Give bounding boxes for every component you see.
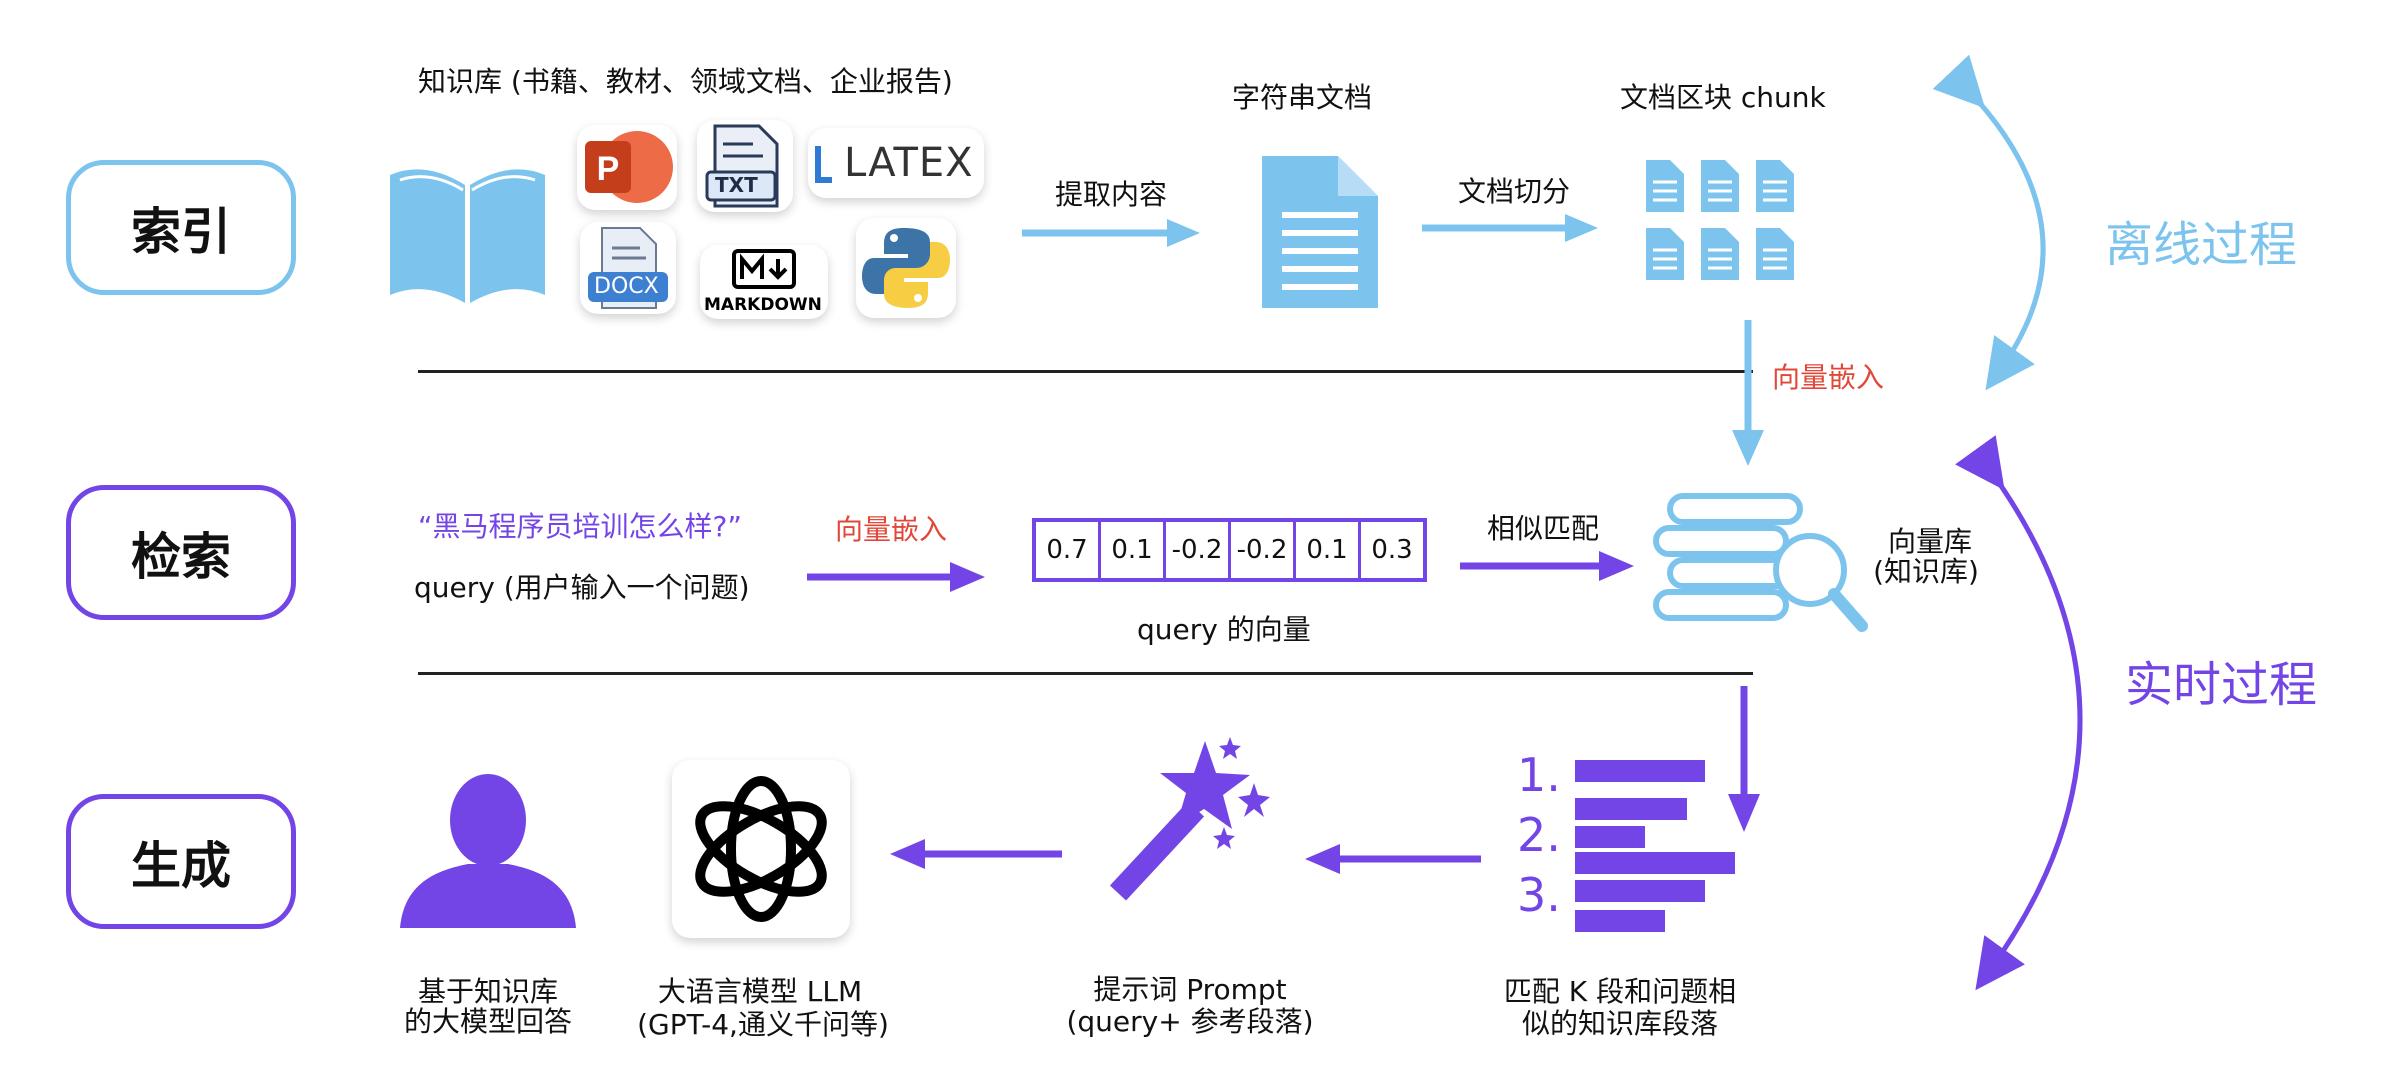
string-doc-label: 字符串文档 <box>1232 81 1373 114</box>
separator-top <box>418 370 1753 373</box>
embed-label-query: 向量嵌入 <box>835 513 948 546</box>
extract-label: 提取内容 <box>1055 178 1168 211</box>
vector-database-icon <box>1653 493 1868 632</box>
split-label: 文档切分 <box>1458 175 1571 208</box>
markdown-icon-label: MARKDOWN <box>704 295 822 315</box>
stage-retrieve-box: 检索 <box>66 485 296 620</box>
topk-label-1: 匹配 K 段和问题相 <box>1503 975 1737 1008</box>
embed-label-index: 向量嵌入 <box>1772 361 1885 394</box>
txt-icon-label: TXT <box>715 173 758 197</box>
match-arrow <box>1460 551 1634 581</box>
vector-cell: 0.1 <box>1098 522 1163 578</box>
extract-arrow <box>1022 219 1200 247</box>
llm-logo-icon <box>672 760 850 938</box>
document-icon <box>1262 156 1378 308</box>
separator-bottom <box>418 672 1753 675</box>
answer-label-2: 的大模型回答 <box>403 1005 572 1038</box>
svg-text:P: P <box>597 150 620 188</box>
list-bar <box>1575 760 1705 782</box>
split-arrow <box>1422 214 1598 242</box>
list-number: 2. <box>1517 808 1561 862</box>
magic-wand-icon <box>1109 737 1270 901</box>
list-number: 1. <box>1517 748 1561 802</box>
chunk-label: 文档区块 chunk <box>1620 81 1826 114</box>
prompt-label-1: 提示词 Prompt <box>1093 973 1287 1006</box>
person-icon <box>400 774 576 928</box>
powerpoint-icon: P <box>577 125 677 210</box>
query-vector: 0.7 0.1 -0.2 -0.2 0.1 0.3 <box>1032 518 1427 582</box>
list-bar <box>1575 880 1705 902</box>
vector-cell: -0.2 <box>1228 522 1293 578</box>
prompt-to-llm-arrow <box>890 839 1062 869</box>
prompt-label-2: (query+ 参考段落) <box>1066 1005 1314 1038</box>
docx-icon-label: DOCX <box>594 274 659 299</box>
vector-cell: -0.2 <box>1163 522 1228 578</box>
topk-to-prompt-arrow <box>1305 844 1481 874</box>
retrieve-down-arrow <box>1728 686 1760 832</box>
docx-file-icon: DOCX <box>580 222 676 314</box>
vector-db-label-1: 向量库 <box>1887 525 1972 558</box>
list-bar <box>1575 826 1645 848</box>
topk-label-2: 似的知识库段落 <box>1521 1007 1718 1040</box>
knowledge-base-label: 知识库 (书籍、教材、领域文档、企业报告) <box>418 65 953 98</box>
llm-label-1: 大语言模型 LLM <box>657 975 863 1008</box>
realtime-curve-arrow <box>1955 435 2083 991</box>
latex-icon: LATEX <box>808 128 984 198</box>
query-text: “黑马程序员培训怎么样?” <box>418 510 742 543</box>
vector-cell: 0.7 <box>1046 535 1088 565</box>
offline-curve-arrow <box>1932 54 2046 391</box>
book-icon <box>390 169 545 303</box>
txt-file-icon: TXT <box>697 120 793 212</box>
llm-label-2: (GPT-4,通义千问等) <box>637 1008 889 1041</box>
vector-cell: 0.3 <box>1358 522 1423 578</box>
vector-db-label-2: (知识库) <box>1873 555 1979 588</box>
chunk-documents-icon <box>1646 160 1794 280</box>
stage-index-label: 索引 <box>131 202 231 261</box>
list-bar <box>1575 910 1665 932</box>
query-vector-label: query 的向量 <box>1137 613 1311 646</box>
list-bar <box>1575 852 1735 874</box>
query-embed-arrow <box>807 562 985 592</box>
stage-generate-box: 生成 <box>66 794 296 929</box>
vector-cell: 0.1 <box>1293 522 1358 578</box>
answer-label-1: 基于知识库 <box>417 975 558 1008</box>
match-label: 相似匹配 <box>1487 512 1600 545</box>
query-label: query (用户输入一个问题) <box>414 571 750 604</box>
embed-down-arrow <box>1732 320 1764 466</box>
stage-index-box: 索引 <box>66 160 296 295</box>
latex-icon-label: LATEX <box>844 140 974 186</box>
python-icon <box>856 218 956 318</box>
offline-label: 离线过程 <box>2105 217 2298 273</box>
realtime-label: 实时过程 <box>2125 657 2318 713</box>
list-bar <box>1575 798 1687 820</box>
stage-retrieve-label: 检索 <box>131 527 231 586</box>
list-number: 3. <box>1517 868 1561 922</box>
markdown-icon: MARKDOWN <box>700 245 828 319</box>
stage-generate-label: 生成 <box>131 836 231 895</box>
